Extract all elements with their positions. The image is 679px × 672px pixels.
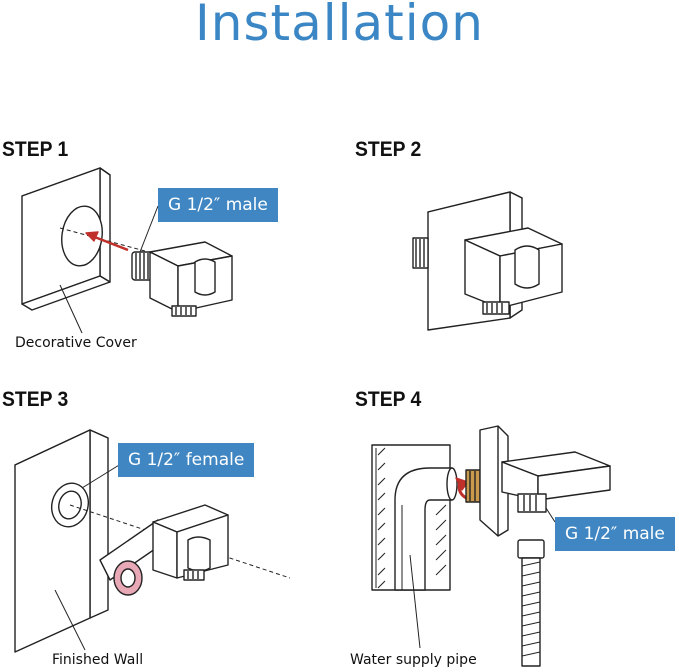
page-title: Installation <box>195 0 484 52</box>
step-1-callout: G 1/2″ male <box>158 188 278 222</box>
step-3-drawing <box>14 429 291 653</box>
step-3-label: STEP 3 <box>2 388 69 411</box>
step-4-label: STEP 4 <box>355 388 422 411</box>
step-4-drawing <box>371 425 611 667</box>
step-3-callout: G 1/2″ female <box>118 443 255 477</box>
step-1-label: STEP 1 <box>2 138 69 161</box>
step-3-caption: Finished Wall <box>52 652 144 668</box>
step-2-drawing <box>412 191 563 331</box>
step-4-callout: G 1/2″ male <box>555 517 675 551</box>
step-1-caption: Decorative Cover <box>15 335 137 351</box>
step-4-caption: Water supply pipe <box>350 652 477 668</box>
step-1-drawing <box>21 167 233 334</box>
step-2-label: STEP 2 <box>355 138 422 161</box>
